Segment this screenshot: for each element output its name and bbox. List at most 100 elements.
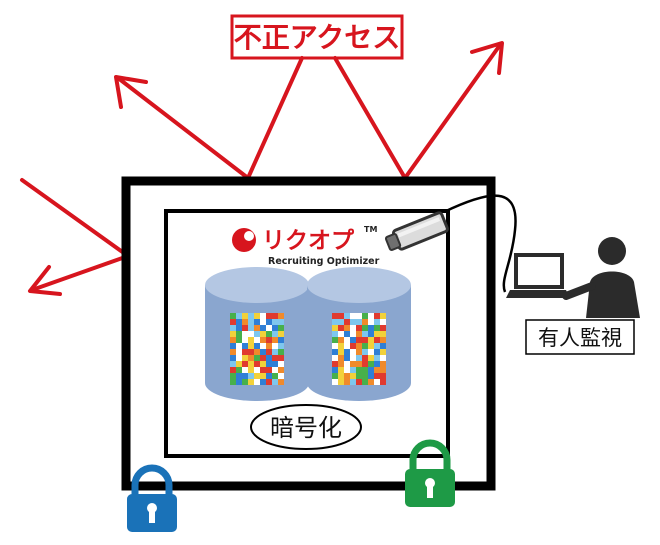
encrypted-data-cell (254, 379, 260, 385)
encrypted-data-cell (332, 349, 338, 355)
encrypted-data-cell (248, 361, 254, 367)
encrypted-data-cell (266, 367, 272, 373)
encrypted-data-cell (248, 373, 254, 379)
encrypted-data-cell (260, 367, 266, 373)
encrypted-data-cell (230, 337, 236, 343)
encrypted-data-cell (278, 313, 284, 319)
encrypted-data-cell (332, 373, 338, 379)
encrypted-data-cell (368, 373, 374, 379)
encrypted-data-cell (332, 343, 338, 349)
encrypted-data-cell (278, 349, 284, 355)
encrypted-data-cell (260, 379, 266, 385)
encrypted-data-cell (356, 355, 362, 361)
encrypted-data-cell (248, 331, 254, 337)
encrypted-data-cell (248, 337, 254, 343)
encrypted-data-cell (344, 313, 350, 319)
encrypted-data-cell (362, 373, 368, 379)
encrypted-data-cell (356, 319, 362, 325)
encrypted-data-cell (380, 325, 386, 331)
encrypted-data-cell (230, 319, 236, 325)
encrypted-data-cell (230, 343, 236, 349)
encrypted-data-cell (272, 325, 278, 331)
encrypted-data-cell (338, 343, 344, 349)
encrypted-data-cell (380, 337, 386, 343)
encrypted-data-cell (242, 331, 248, 337)
encrypted-data-cell (368, 355, 374, 361)
encrypted-data-cell (242, 349, 248, 355)
encrypted-data-cell (236, 379, 242, 385)
encrypted-data-cell (344, 361, 350, 367)
encrypted-data-cell (344, 349, 350, 355)
encrypted-data-cell (338, 325, 344, 331)
encrypted-data-cell (248, 343, 254, 349)
encrypted-data-cell (350, 331, 356, 337)
encrypted-data-cell (266, 361, 272, 367)
encrypted-data-cell (338, 379, 344, 385)
attack-arrow-left (20, 178, 130, 258)
encrypted-data-cell (362, 319, 368, 325)
encrypted-data-cell (350, 313, 356, 319)
encrypted-data-cell (374, 349, 380, 355)
encrypted-data-cell (338, 337, 344, 343)
encrypted-data-cell (350, 379, 356, 385)
encrypted-data-cell (272, 337, 278, 343)
encrypted-data-cell (338, 331, 344, 337)
encrypted-data-cell (374, 337, 380, 343)
encrypted-data-cell (236, 349, 242, 355)
encrypted-data-cell (380, 349, 386, 355)
encrypted-data-cell (278, 325, 284, 331)
encrypted-data-cell (380, 373, 386, 379)
encrypted-data-cell (230, 361, 236, 367)
encrypted-data-cell (332, 367, 338, 373)
encrypted-data-cell (260, 373, 266, 379)
encrypted-data-cell (356, 313, 362, 319)
encrypted-data-cell (254, 325, 260, 331)
encrypted-data-cell (356, 343, 362, 349)
attack-arrowhead-left (28, 265, 62, 296)
encrypted-data-cell (374, 367, 380, 373)
encrypted-data-cell (266, 313, 272, 319)
encrypted-data-cell (356, 367, 362, 373)
encrypted-data-cell (380, 361, 386, 367)
encrypted-data-cell (350, 361, 356, 367)
encrypted-data-cell (230, 379, 236, 385)
encrypted-data-cell (368, 367, 374, 373)
encrypted-data-cell (236, 325, 242, 331)
encrypted-data-cell (230, 313, 236, 319)
encrypted-data-cell (236, 361, 242, 367)
encrypted-data-cell (362, 379, 368, 385)
encrypted-data-cell (242, 325, 248, 331)
encrypted-data-cell (332, 337, 338, 343)
encrypted-data-cell (380, 367, 386, 373)
encrypted-data-cell (236, 343, 242, 349)
encrypted-data-cell (266, 373, 272, 379)
encrypted-data-cell (332, 319, 338, 325)
encrypted-data-cell (344, 343, 350, 349)
encrypted-data-cell (344, 367, 350, 373)
encrypted-data-cell (254, 331, 260, 337)
encrypted-data-cell (368, 325, 374, 331)
encrypted-data-cell (242, 319, 248, 325)
encrypted-data-cell (248, 325, 254, 331)
encrypted-data-cell (272, 313, 278, 319)
encrypted-data-cell (380, 355, 386, 361)
encrypted-data-cell (368, 313, 374, 319)
encrypted-data-cell (278, 367, 284, 373)
encrypted-data-cell (374, 331, 380, 337)
unauthorized-access-text: 不正アクセス (234, 21, 401, 54)
encrypted-data-cell (380, 319, 386, 325)
encrypted-data-cell (266, 343, 272, 349)
encrypted-data-cell (374, 313, 380, 319)
padlock-icon (127, 464, 177, 532)
encrypted-data-cell (272, 331, 278, 337)
encrypted-data-cell (350, 337, 356, 343)
encrypted-data-cell (272, 319, 278, 325)
unauthorized-access-label: 不正アクセス (230, 14, 404, 60)
encrypted-data-cell (242, 343, 248, 349)
encrypted-data-cell (272, 349, 278, 355)
encrypted-data-cell (344, 331, 350, 337)
encrypted-data-cell (278, 361, 284, 367)
encrypted-data-cell (338, 319, 344, 325)
encrypted-data-cell (344, 319, 350, 325)
